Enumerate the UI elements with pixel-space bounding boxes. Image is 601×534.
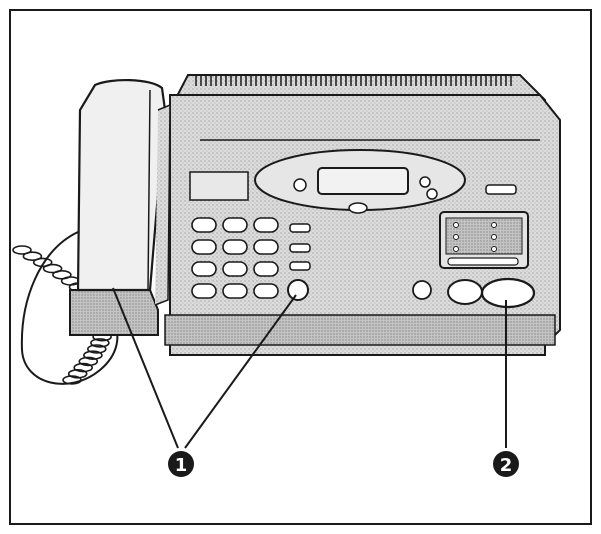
keypad-key-7[interactable] xyxy=(191,261,217,277)
function-keys xyxy=(287,223,311,301)
hook-button[interactable] xyxy=(287,279,309,301)
keypad-key-12[interactable] xyxy=(253,283,279,299)
display-button-right-top[interactable] xyxy=(419,176,431,188)
panel-bar[interactable] xyxy=(447,257,519,266)
function-key-1[interactable] xyxy=(289,223,311,233)
keypad-key-11[interactable] xyxy=(222,283,248,299)
function-key-2[interactable] xyxy=(289,243,311,253)
display-panel xyxy=(254,149,466,214)
keypad-key-1[interactable] xyxy=(191,217,217,233)
keypad-key-9[interactable] xyxy=(253,261,279,277)
keypad-key-10[interactable] xyxy=(191,283,217,299)
keypad-key-8[interactable] xyxy=(222,261,248,277)
keypad-key-3[interactable] xyxy=(253,217,279,233)
keypad-key-4[interactable] xyxy=(191,239,217,255)
label-area xyxy=(189,171,249,201)
panel-indicator-6 xyxy=(491,246,497,252)
panel-indicator-3 xyxy=(453,246,459,252)
callout-1: 1 xyxy=(168,451,194,477)
lcd-display xyxy=(317,167,409,195)
panel-indicator-1 xyxy=(453,222,459,228)
display-button-center[interactable] xyxy=(348,202,368,214)
panel-indicator-2 xyxy=(453,234,459,240)
top-right-slot xyxy=(485,184,517,195)
small-round-button[interactable] xyxy=(412,280,432,300)
stop-button[interactable] xyxy=(447,279,483,305)
panel-indicator-5 xyxy=(491,234,497,240)
callout-leaders xyxy=(112,287,507,449)
display-button-left[interactable] xyxy=(293,178,307,192)
keypad-key-6[interactable] xyxy=(253,239,279,255)
callout-2: 2 xyxy=(493,451,519,477)
callout-1-number: 1 xyxy=(175,455,188,476)
keypad-key-2[interactable] xyxy=(222,217,248,233)
keypad-key-5[interactable] xyxy=(222,239,248,255)
handset xyxy=(69,78,171,336)
start-copy-button[interactable] xyxy=(480,277,536,309)
function-key-3[interactable] xyxy=(289,261,311,271)
callout-2-number: 2 xyxy=(500,455,513,476)
dial-keypad xyxy=(191,217,279,299)
right-control-panel xyxy=(412,211,536,309)
display-button-right-bottom[interactable] xyxy=(426,188,438,200)
figure-border xyxy=(9,9,592,525)
panel-indicator-4 xyxy=(491,222,497,228)
